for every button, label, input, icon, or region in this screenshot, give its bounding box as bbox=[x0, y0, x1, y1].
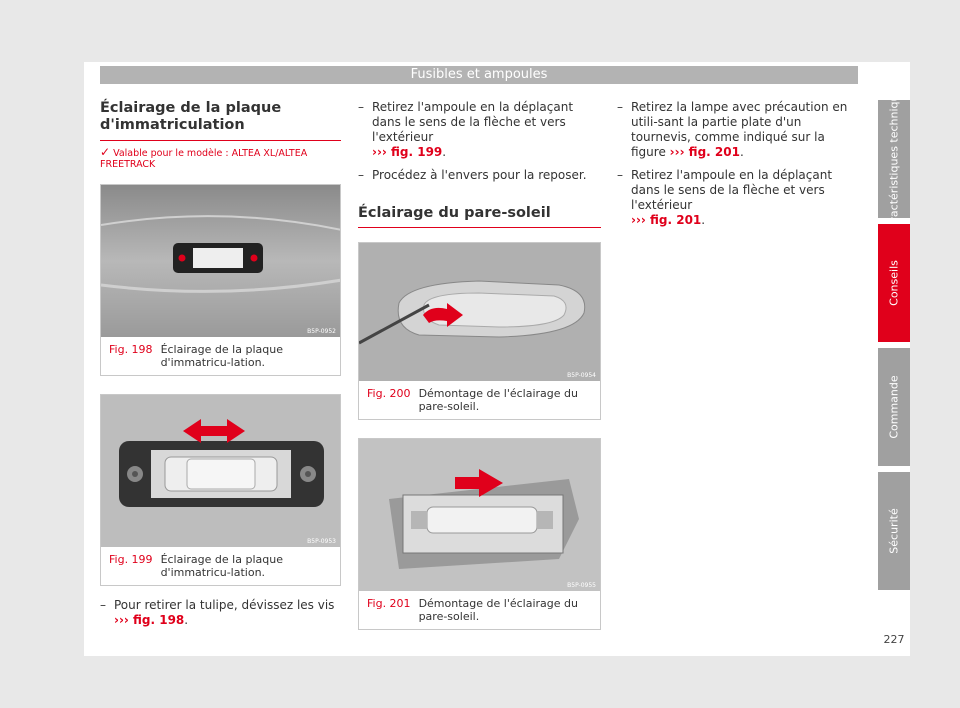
instruction-remove-bulb: – Retirez l'ampoule en la déplaçant dans… bbox=[358, 100, 574, 159]
link-fig-199[interactable]: ››› fig. 199 bbox=[372, 145, 443, 159]
column-3: – Retirez la lampe avec précaution en ut… bbox=[617, 100, 858, 228]
instruction-remove-lens: – Pour retirer la tulipe, dévissez les v… bbox=[100, 598, 335, 627]
figure-200-image: B5P-0954 bbox=[359, 243, 600, 381]
figure-200: B5P-0954 Fig. 200 Démontage de l'éclaira… bbox=[358, 242, 601, 420]
validity-note: ✓Valable pour le modèle : ALTEA XL/ALTEA… bbox=[100, 145, 308, 170]
plate-bulb-photo bbox=[101, 395, 340, 547]
figure-201: B5P-0955 Fig. 201 Démontage de l'éclaira… bbox=[358, 438, 601, 630]
figure-198: B5P-0952 Fig. 198 Éclairage de la plaque… bbox=[100, 184, 341, 376]
figure-198-caption: Fig. 198 Éclairage de la plaque d'immatr… bbox=[109, 343, 283, 369]
figure-198-image: B5P-0952 bbox=[101, 185, 340, 337]
check-icon: ✓ bbox=[100, 145, 111, 159]
section-title-plate-light: Éclairage de la plaque d'immatriculation bbox=[100, 100, 341, 141]
tab-commande[interactable]: Commande bbox=[878, 348, 910, 466]
figure-201-caption: Fig. 201 Démontage de l'éclairage du par… bbox=[367, 597, 578, 623]
figure-200-code: B5P-0954 bbox=[567, 372, 596, 379]
link-fig-198[interactable]: ››› fig. 198 bbox=[114, 613, 185, 627]
instruction-reinstall: – Procédez à l'envers pour la reposer. bbox=[358, 168, 587, 182]
figure-200-caption: Fig. 200 Démontage de l'éclairage du par… bbox=[367, 387, 578, 413]
section-title-sunvisor-light: Éclairage du pare-soleil bbox=[358, 205, 601, 228]
column-1: Éclairage de la plaque d'immatriculation… bbox=[100, 100, 341, 628]
figure-199-code: B5P-0953 bbox=[307, 538, 336, 545]
page-number: 227 bbox=[883, 633, 905, 646]
sunvisor-light-photo bbox=[359, 243, 600, 381]
tab-caracteristiques-techniques[interactable]: Caractéristiques techniques bbox=[878, 82, 910, 236]
figure-199-caption: Fig. 199 Éclairage de la plaque d'immatr… bbox=[109, 553, 283, 579]
plate-light-photo bbox=[101, 185, 340, 337]
column-2: – Retirez l'ampoule en la déplaçant dans… bbox=[358, 100, 601, 630]
figure-201-code: B5P-0955 bbox=[567, 582, 596, 589]
figure-198-code: B5P-0952 bbox=[307, 328, 336, 335]
figure-201-image: B5P-0955 bbox=[359, 439, 600, 591]
sunvisor-bulb-photo bbox=[359, 439, 600, 591]
page-header: Fusibles et ampoules bbox=[100, 66, 858, 84]
instruction-remove-lamp: – Retirez la lampe avec précaution en ut… bbox=[617, 100, 848, 159]
figure-199: B5P-0953 Fig. 199 Éclairage de la plaque… bbox=[100, 394, 341, 586]
figure-199-image: B5P-0953 bbox=[101, 395, 340, 547]
tab-conseils[interactable]: Conseils bbox=[878, 224, 910, 342]
tab-securite[interactable]: Sécurité bbox=[878, 472, 910, 590]
link-fig-201-b[interactable]: ››› fig. 201 bbox=[631, 213, 702, 227]
instruction-remove-sunvisor-bulb: – Retirez l'ampoule en la déplaçant dans… bbox=[617, 168, 833, 227]
link-fig-201-a[interactable]: ››› fig. 201 bbox=[669, 145, 740, 159]
